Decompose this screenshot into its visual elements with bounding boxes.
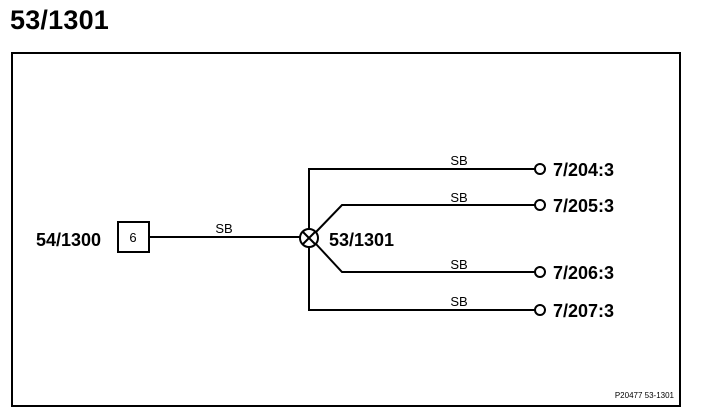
page-title: 53/1301: [10, 5, 109, 35]
drawing-reference: P20477 53-1301: [615, 391, 675, 400]
branch-wire-color-label: SB: [450, 153, 467, 168]
branch-wire: [315, 204, 535, 233]
diagram-frame: [11, 52, 681, 407]
splice-label: 53/1301: [329, 230, 394, 250]
splice-cross-line: [302, 231, 316, 245]
source-connector-label: 54/1300: [36, 230, 101, 250]
branch-wire: [315, 243, 535, 273]
branch-wire-color-label: SB: [450, 190, 467, 205]
main-wire-color-label: SB: [215, 221, 232, 236]
terminal-icon: [534, 304, 546, 316]
terminal-icon: [534, 163, 546, 175]
branch-destination-label: 7/205:3: [553, 196, 614, 216]
branch-wire: [308, 168, 535, 229]
branch-destination-label: 7/204:3: [553, 160, 614, 180]
branch-destination-label: 7/207:3: [553, 301, 614, 321]
terminal-icon: [534, 266, 546, 278]
terminal-icon: [534, 199, 546, 211]
connector-box: [117, 221, 150, 253]
branch-wire-color-label: SB: [450, 257, 467, 272]
branch-wire: [308, 247, 535, 311]
connector-pin-number: 6: [129, 230, 136, 245]
branch-destination-label: 7/206:3: [553, 263, 614, 283]
branch-wire-color-label: SB: [450, 294, 467, 309]
